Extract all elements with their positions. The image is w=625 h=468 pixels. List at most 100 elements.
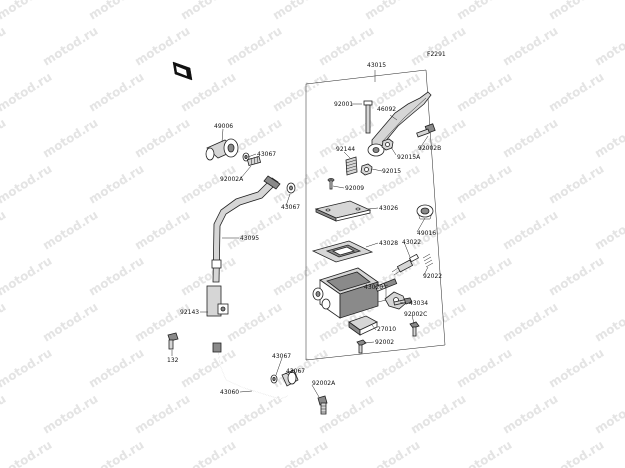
watermark-text: motod.ru [454,0,514,23]
screw-92009-icon [327,178,335,190]
watermark-text: motod.ru [454,254,514,299]
front-direction-icon [172,61,193,81]
watermark-text: motod.ru [0,392,8,437]
watermark-text: motod.ru [86,346,146,391]
banjo-fitting-lower-icon [281,369,299,387]
washer-43067-mid-icon [286,182,296,194]
watermark-text: motod.ru [408,24,468,69]
piston-kit-43022-icon [391,253,420,276]
watermark-text: motod.ru [86,162,146,207]
watermark-text: motod.ru [546,70,606,115]
part-label: 92015A [397,154,421,161]
part-label: 46092 [377,106,396,113]
boot-49016-icon [416,204,434,220]
part-label: 92144 [336,146,355,153]
master-cylinder-body-icon [312,267,387,319]
part-labels: 43015 92001 46092 92002B 92144 92015A 92… [167,62,442,396]
watermark-text: motod.ru [592,208,625,253]
watermark-text: motod.ru [40,300,100,345]
watermark-text: motod.ru [500,300,560,345]
piston-43020-icon [375,278,398,292]
watermark-text: motod.ru [178,162,238,207]
nut-92015-icon [360,163,373,176]
watermark-text: motod.ru [86,438,146,468]
part-label: 92015 [382,168,401,175]
watermark-text: motod.ru [592,300,625,345]
watermark-text: motod.ru [500,116,560,161]
watermark-text: motod.ru [0,300,8,345]
part-label: 92002C [404,311,427,318]
part-label: 92001 [334,101,353,108]
washer-43067-lower1-icon [270,374,278,384]
part-label: 43028 [379,240,398,247]
watermark-text: motod.ru [546,254,606,299]
watermark-text: motod.ru [86,254,146,299]
part-label: 92002 [375,339,394,346]
bolt-92002a-lower-icon [317,395,328,415]
watermark-text: motod.ru [178,0,238,23]
watermark-text: motod.ru [454,70,514,115]
part-label: 43067 [272,353,291,360]
part-label: 92002A [220,176,244,183]
bolt-92002c-icon [393,297,413,306]
part-label: 43020 [364,284,383,291]
part-label: 49006 [214,123,233,130]
watermark-text: motod.ru [270,0,330,23]
bracket-92143-icon [206,285,229,317]
bolt-92002b-icon [416,123,436,138]
part-label: 43026 [379,205,398,212]
watermark-text: motod.ru [178,346,238,391]
watermark-text: motod.ru [132,24,192,69]
watermark-text: motod.ru [0,254,54,299]
watermark-text: motod.ru [0,24,8,69]
watermark-text: motod.ru [454,438,514,468]
watermark-text: motod.ru [40,208,100,253]
watermark-text: motod.ru [132,208,192,253]
watermark-text: motod.ru [454,346,514,391]
watermark-text: motod.ru [408,392,468,437]
watermark-text: motod.ru [546,162,606,207]
watermark-text: motod.ru [546,346,606,391]
washer-43067-upper-icon [242,152,250,162]
watermark-text: motod.ru [178,438,238,468]
nut-92015a-icon [381,138,394,151]
watermark-text: motod.ru [132,392,192,437]
watermark-text: motod.ru [132,116,192,161]
watermark-text: motod.ru [86,0,146,23]
watermark-text: motod.ru [86,70,146,115]
watermark-text: motod.ru [0,70,54,115]
watermark-text: motod.ru [224,24,284,69]
watermark-text: motod.ru [0,162,54,207]
part-label: 43022 [402,239,421,246]
watermark-text: motod.ru [592,24,625,69]
clamp-27010-icon [348,315,378,336]
part-label: 132 [167,357,179,364]
part-label: 43015 [367,62,386,69]
cap-43026-icon [314,200,372,222]
watermark-text: motod.ru [0,346,54,391]
watermark-text: motod.ru [500,392,560,437]
watermark-text: motod.ru [132,300,192,345]
watermark-text: motod.ru [500,24,560,69]
bolt-92002-icon [356,339,367,354]
watermark-text: motod.ru [224,300,284,345]
watermark-text: motod.ru [500,208,560,253]
part-label: 49016 [417,230,436,237]
watermark-text: motod.ru [546,0,606,23]
hose-43095-icon [211,175,281,283]
watermark-text: motod.ru [0,0,54,23]
leader-lines [171,70,429,398]
part-label: 43060 [220,389,239,396]
part-label: 43067 [286,368,305,375]
banjo-fitting-49006-icon [205,138,239,161]
watermark-text: motod.ru [40,392,100,437]
spring-92144-icon [345,156,358,176]
pipe-43060-icon [212,342,289,400]
bolt-92002c-lower-icon [409,321,420,337]
watermark-text: motod.ru [0,116,8,161]
spring-92022-icon [422,253,434,268]
part-label: 92009 [345,185,364,192]
watermark-text: motod.ru [454,162,514,207]
bolt-92002a-upper-icon [246,155,262,166]
